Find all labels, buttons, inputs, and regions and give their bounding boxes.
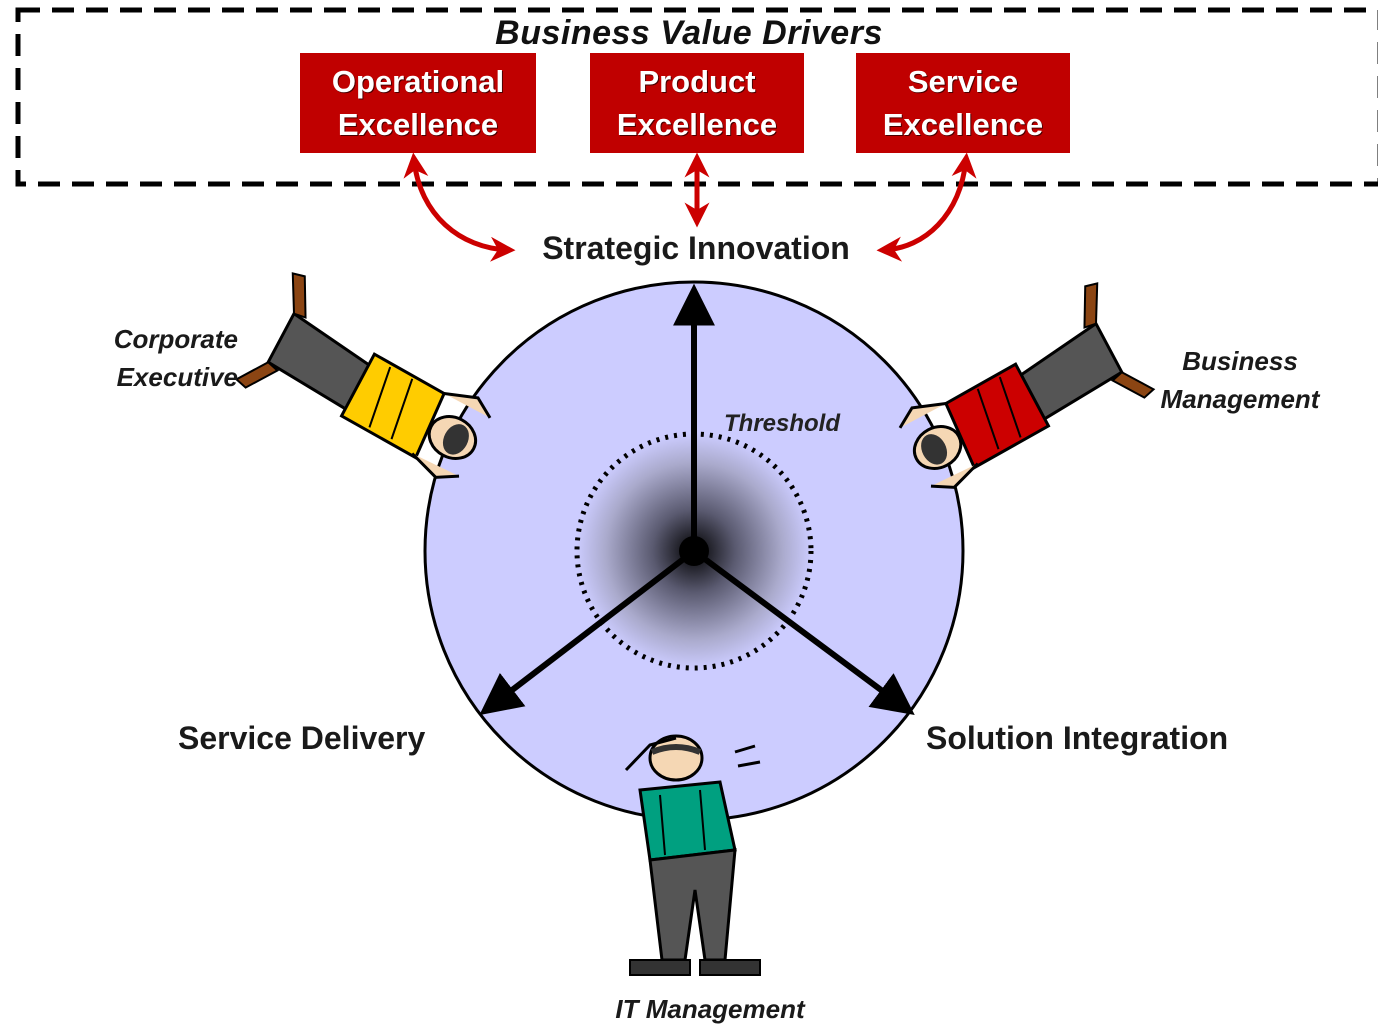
driver-operational-line1: Operational <box>331 64 505 99</box>
driver-product-line1: Product <box>638 64 756 99</box>
it-management-figure <box>624 734 761 976</box>
axis-arrow-right <box>692 548 915 716</box>
driver-service-excellence: Service Excellence <box>856 53 1070 153</box>
red-arrow-service <box>876 152 977 262</box>
business-management-figure <box>898 282 1156 489</box>
header-title: Business Value Drivers <box>495 14 883 52</box>
driver-operational-line2: Excellence <box>337 107 499 142</box>
role-corporate-line2: Executive <box>116 362 238 392</box>
role-corporate-line1: Corporate <box>113 324 238 354</box>
axis-arrow-left <box>479 548 696 716</box>
axis-label-service-delivery: Service Delivery <box>178 720 426 756</box>
driver-product-excellence: Product Excellence <box>590 53 804 153</box>
driver-service-line1: Service <box>907 64 1019 99</box>
axis-label-solution-integration: Solution Integration <box>926 720 1229 756</box>
threshold-label: Threshold <box>724 410 841 437</box>
corporate-executive-figure <box>234 272 492 479</box>
red-arrow-operational <box>403 152 516 262</box>
role-business-line1: Business <box>1182 346 1298 376</box>
center-dot <box>679 536 709 566</box>
role-it-management: IT Management <box>615 994 805 1024</box>
driver-service-line2: Excellence <box>882 107 1044 142</box>
role-business-line2: Management <box>1160 384 1320 414</box>
role-corporate-executive: Corporate Executive <box>60 320 238 396</box>
axis-label-strategic-innovation: Strategic Innovation <box>542 230 850 266</box>
role-business-management: Business Management <box>1140 342 1340 418</box>
driver-product-line2: Excellence <box>616 107 778 142</box>
driver-operational-excellence: Operational Excellence <box>300 53 536 153</box>
